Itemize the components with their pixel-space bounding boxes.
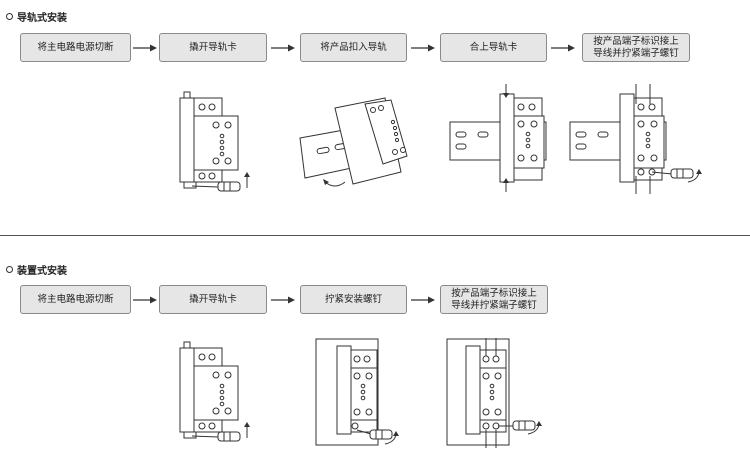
section-title-rail-text: 导轨式安装	[17, 13, 67, 24]
step-snap-onto-rail: 将产品扣入导轨	[300, 33, 407, 62]
device-wiring-figure	[569, 84, 702, 194]
step-power-off: 将主电路电源切断	[20, 33, 131, 62]
section-title-panel-text: 装置式安装	[17, 266, 67, 277]
device-snap-rail-figure	[299, 97, 408, 187]
arrow-right-icon	[551, 44, 575, 52]
section-title-rail: 导轨式安装	[6, 9, 67, 24]
arrow-right-icon	[133, 296, 157, 304]
step-power-off-2: 将主电路电源切断	[20, 285, 131, 314]
device-pry-clip-figure-2	[179, 341, 250, 442]
device-panel-screw-figure	[315, 338, 399, 446]
device-pry-clip-figure	[179, 91, 250, 192]
device-panel-wiring-figure	[446, 338, 542, 448]
step-connect-wires: 按产品端子标识接上 导线并拧紧端子螺钉	[582, 33, 690, 62]
arrow-right-icon	[411, 296, 435, 304]
step-connect-wires-2: 按产品端子标识接上 导线并拧紧端子螺钉	[440, 285, 548, 314]
arrow-right-icon	[271, 296, 295, 304]
circle-bullet-icon	[6, 13, 13, 20]
device-on-rail-figure	[449, 84, 547, 192]
step-open-rail-clip: 撬开导轨卡	[159, 33, 267, 62]
arrow-right-icon	[411, 44, 435, 52]
step-open-rail-clip-2: 撬开导轨卡	[159, 285, 267, 314]
arrow-right-icon	[271, 44, 295, 52]
step-tighten-mount-screw: 拧紧安装螺钉	[300, 285, 407, 314]
step-close-rail-clip: 合上导轨卡	[440, 33, 547, 62]
section-divider	[0, 235, 750, 236]
circle-bullet-icon	[6, 266, 13, 273]
arrow-right-icon	[133, 44, 157, 52]
section-title-panel: 装置式安装	[6, 262, 67, 277]
